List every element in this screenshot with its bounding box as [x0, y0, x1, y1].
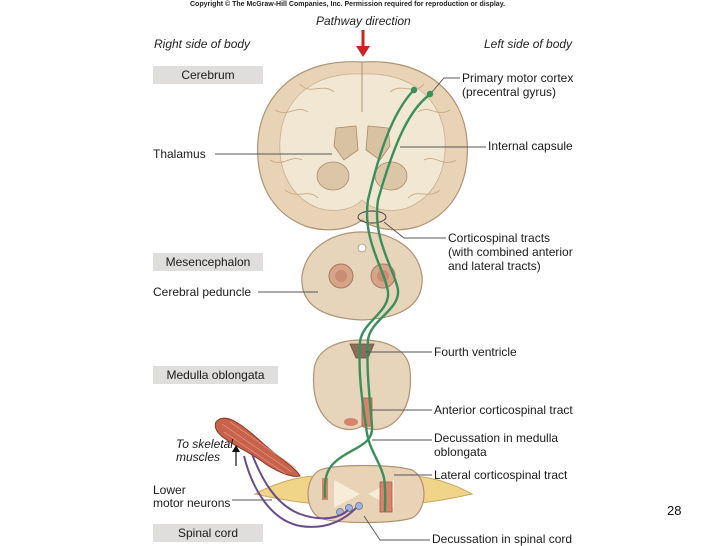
decussation-medulla-label-line2: oblongata: [434, 445, 487, 459]
corticospinal-tracts: [323, 91, 429, 513]
lower-motor-neurons-label-line1: Lower: [153, 483, 186, 497]
leader-lines: [215, 77, 486, 541]
left-side-label: Left side of body: [484, 37, 573, 51]
decussation-spinal-cord-label: Decussation in spinal cord: [432, 532, 573, 546]
cerebral-peduncle-label: Cerebral peduncle: [153, 285, 252, 299]
mesencephalon-box: Mesencephalon: [153, 253, 263, 271]
anterior-corticospinal-tract-label: Anterior corticospinal tract: [434, 403, 573, 417]
internal-capsule-label: Internal capsule: [488, 139, 573, 153]
spinal-cord-box: Spinal cord: [153, 524, 263, 542]
skeletal-muscle: [214, 417, 301, 477]
corticospinal-tracts-label: Corticospinal tracts: [448, 231, 551, 245]
mesencephalon-section: [301, 231, 423, 321]
decussation-medulla-label-line1: Decussation in medulla: [434, 431, 559, 445]
lower-motor-neurons-label-line2: motor neurons: [153, 496, 231, 510]
thalamus-label: Thalamus: [153, 147, 206, 161]
page-number: 28: [667, 503, 682, 518]
right-side-label: Right side of body: [154, 37, 251, 51]
cerebrum-section: [257, 61, 468, 231]
fourth-ventricle-label: Fourth ventricle: [434, 345, 517, 359]
lateral-corticospinal-tract-label: Lateral corticospinal tract: [434, 468, 568, 482]
cortex-neuron: [410, 86, 418, 94]
pathway-arrow: [356, 30, 370, 57]
to-skeletal-muscles-label-line1: To skeletal: [176, 437, 233, 451]
corticospinal-tracts-label-line3: and lateral tracts): [448, 259, 541, 273]
primary-motor-cortex-label: Primary motor cortex: [462, 71, 574, 85]
pathway-direction-label: Pathway direction: [316, 14, 411, 28]
corticospinal-tracts-label-line2: (with combined anterior: [448, 245, 573, 259]
cortex-neuron: [426, 90, 434, 98]
medulla-section: [312, 339, 412, 431]
medulla-oblongata-box: Medulla oblongata: [153, 366, 278, 384]
cerebrum-box: Cerebrum: [153, 66, 263, 84]
to-skeletal-muscles-label-line2: muscles: [176, 450, 221, 464]
precentral-gyrus-label: (precentral gyrus): [462, 85, 557, 99]
copyright-notice: Copyright © The McGraw-Hill Companies, I…: [190, 1, 506, 8]
lower-motor-neurons: [243, 453, 357, 528]
